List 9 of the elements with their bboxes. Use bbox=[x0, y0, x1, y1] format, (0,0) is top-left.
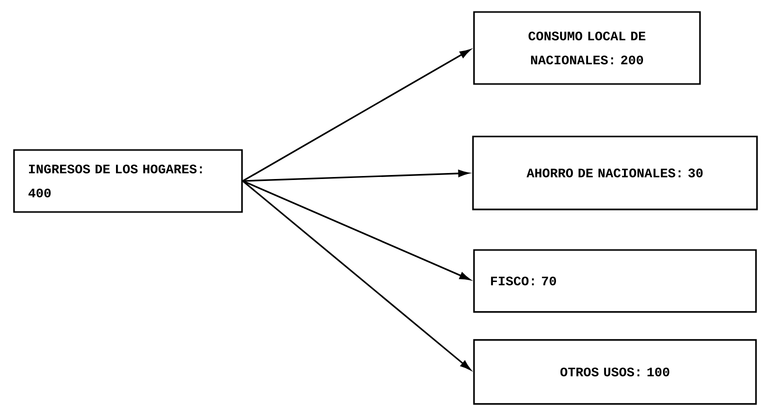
text-box: OTROS USOS: 100 bbox=[473, 339, 757, 405]
arrow bbox=[242, 180, 470, 280]
arrow bbox=[242, 180, 471, 370]
text-box: INGRESOS DE LOS HOGARES: 400 bbox=[13, 149, 243, 213]
text-box: AHORRO DE NACIONALES: 30 bbox=[472, 136, 758, 210]
arrow bbox=[242, 49, 470, 182]
arrow bbox=[242, 170, 469, 182]
text-box: FISCO: 70 bbox=[473, 249, 757, 313]
text-box: CONSUMO LOCAL DE NACIONALES: 200 bbox=[473, 11, 701, 85]
